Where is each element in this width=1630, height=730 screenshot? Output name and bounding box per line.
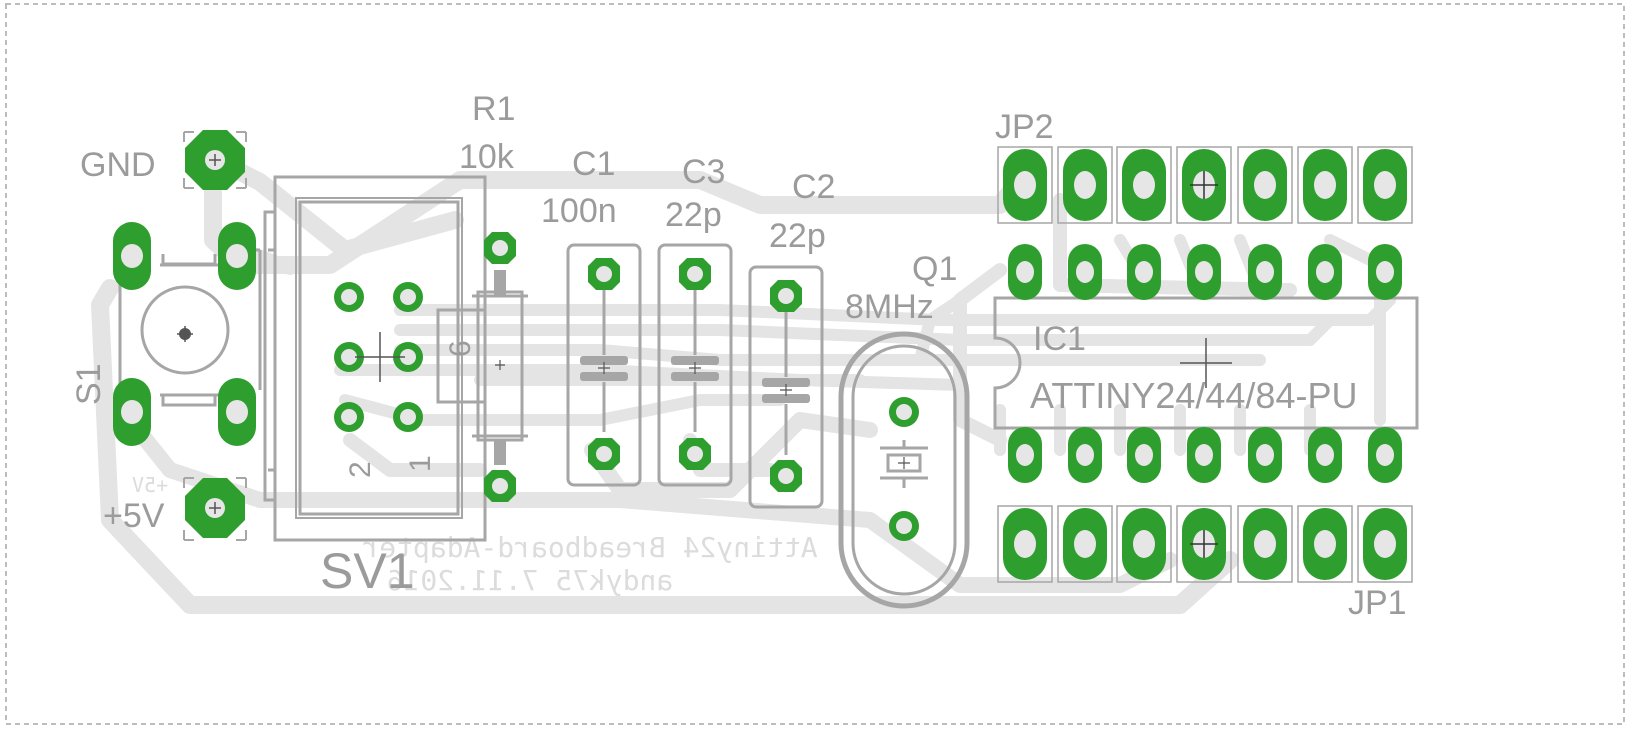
ic1-pin-7 [1368, 427, 1402, 483]
c2-name-label: C2 [792, 168, 835, 206]
ic1-pin-2 [1068, 427, 1102, 483]
q1-value-label: 8MHz [845, 288, 934, 326]
jp2-pin-4 [1182, 149, 1226, 221]
sv1-connector [263, 175, 487, 542]
mirrored-author-text: andyk75 7.11.2016 [387, 564, 674, 597]
jp2-pin-5 [1243, 149, 1287, 221]
ic1-pin-5 [1248, 427, 1282, 483]
jp1-pin-6 [1303, 508, 1347, 580]
gnd-pad [183, 130, 247, 190]
mirrored-title-text: Attiny24 Breadboard-Adapter [362, 531, 817, 564]
jp2-pin-3 [1122, 149, 1166, 221]
s1-label: S1 [70, 363, 108, 405]
c3-value-label: 22p [665, 196, 722, 234]
jp1-pin-7 [1363, 508, 1407, 580]
jp2-header [997, 146, 1413, 224]
c1-value-label: 100n [541, 192, 617, 230]
jp1-pin-4 [1182, 508, 1226, 580]
sv1-label: SV1 [320, 543, 415, 599]
bottom-silkscreen: Attiny24 Breadboard-Adapter andyk75 7.11… [132, 473, 818, 597]
jp1-label: JP1 [1348, 584, 1407, 622]
r1-name-label: R1 [472, 90, 515, 128]
s1-switch [113, 222, 262, 446]
plus5v-label: +5V [103, 497, 165, 535]
ic1-pin-4 [1187, 427, 1221, 483]
jp2-pin-1 [1003, 149, 1047, 221]
ic1-pads [1008, 244, 1402, 483]
c1-capacitor [566, 243, 642, 487]
ic1-pin-13 [1068, 244, 1102, 300]
ic1-pin-6 [1308, 427, 1342, 483]
jp1-pin-3 [1122, 508, 1166, 580]
c3-name-label: C3 [682, 153, 725, 191]
jp1-outline [997, 505, 1413, 583]
ic1-pin-8 [1368, 244, 1402, 300]
ic1-pin-11 [1187, 244, 1221, 300]
jp1-header [997, 505, 1413, 583]
ic1-name-label: IC1 [1033, 320, 1086, 358]
jp2-pin-2 [1063, 149, 1107, 221]
c3-capacitor [657, 243, 733, 487]
sv1-pin-1-label: 1 [404, 455, 437, 472]
r1-value-label: 10k [459, 138, 515, 176]
mirrored-5v-text: +5V [132, 473, 168, 497]
board-outline [5, 3, 1625, 725]
gnd-label: GND [80, 146, 156, 184]
ic1-pin-10 [1248, 244, 1282, 300]
q1-name-label: Q1 [912, 250, 957, 288]
c2-capacitor [748, 265, 824, 509]
c1-name-label: C1 [572, 145, 615, 183]
jp2-label: JP2 [995, 108, 1054, 146]
ic1-pin-12 [1127, 244, 1161, 300]
sv1-pads [334, 282, 423, 432]
plus5v-pad [183, 477, 247, 541]
jp2-outline [997, 146, 1413, 224]
jp1-pin-1 [1003, 508, 1047, 580]
ic1-pin-1 [1008, 427, 1042, 483]
jp2-pin-7 [1363, 149, 1407, 221]
ic1-value-label: ATTINY24/44/84-PU [1030, 375, 1357, 416]
ic1-package [993, 296, 1419, 430]
jp1-pin-2 [1063, 508, 1107, 580]
q1-crystal [838, 331, 970, 609]
sv1-pin-6-label: 6 [444, 340, 477, 357]
r1-resistor [472, 232, 528, 502]
jp1-pin-5 [1243, 508, 1287, 580]
jp2-pin-6 [1303, 149, 1347, 221]
ic1-pin-3 [1127, 427, 1161, 483]
sv1-pin-2-label: 2 [344, 461, 377, 478]
c2-value-label: 22p [769, 217, 826, 255]
ic1-pin-14 [1008, 244, 1042, 300]
ic1-pin-9 [1308, 244, 1342, 300]
